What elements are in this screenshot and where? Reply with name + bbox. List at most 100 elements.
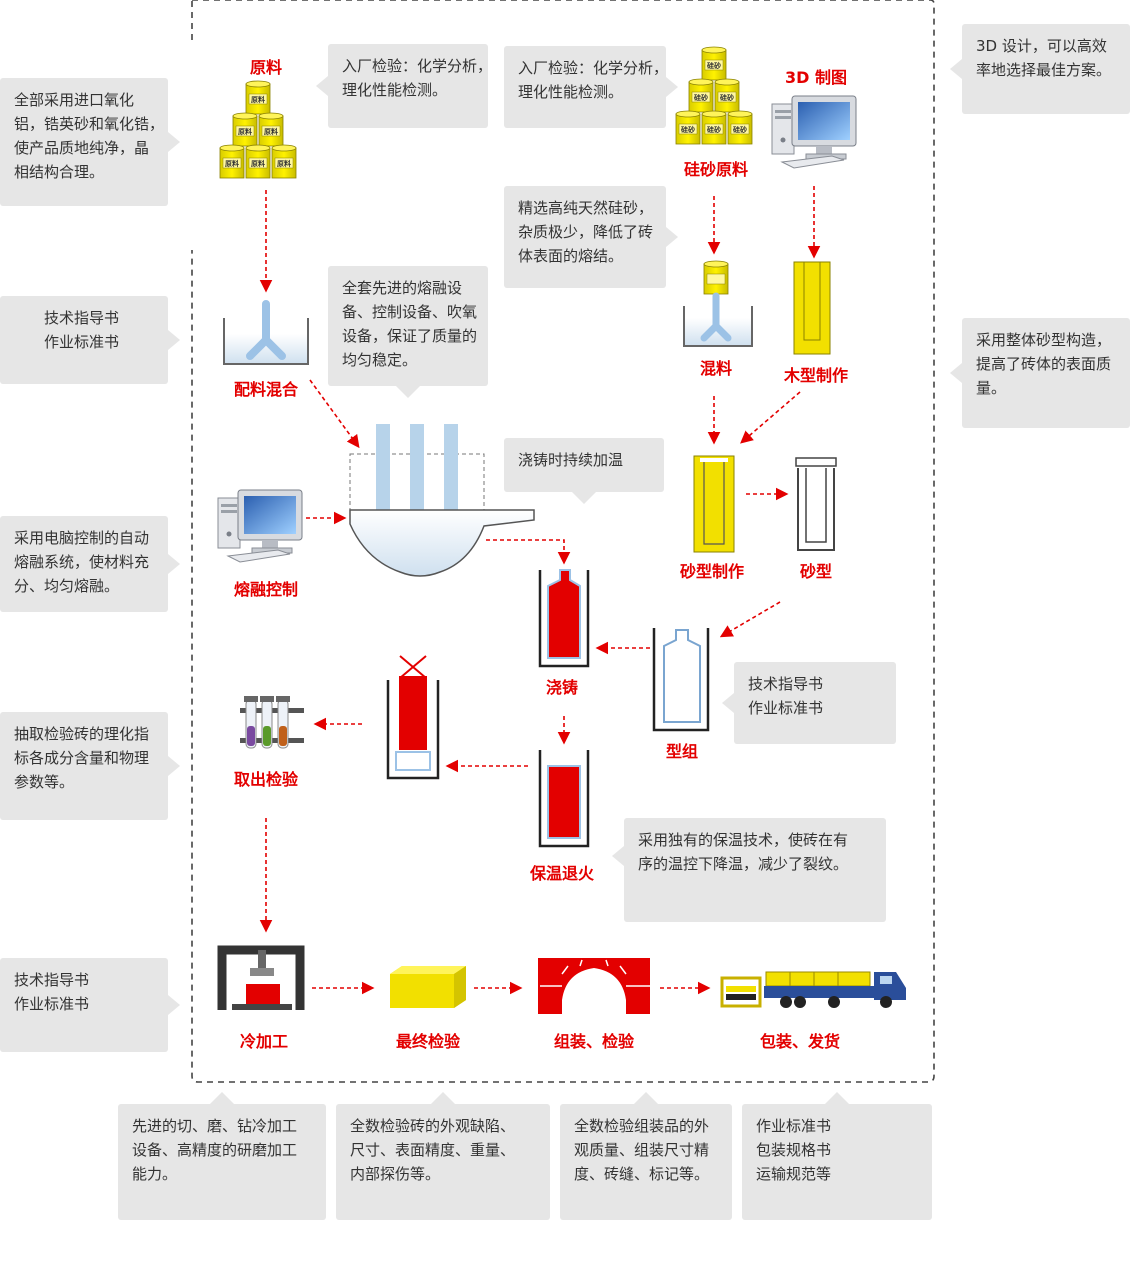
note-tech-guide: 技术指导书作业标准书	[722, 662, 896, 744]
note-line: 理化性能检测。	[342, 81, 448, 99]
note-line: 体表面的熔结。	[518, 247, 624, 265]
pouring-mold-icon	[538, 569, 590, 668]
step-design-3d: 3D 制图	[785, 68, 847, 87]
note-final-check: 全数检验砖的外观缺陷、尺寸、表面精度、重量、内部探伤等。	[336, 1092, 550, 1220]
note-line: 理化性能检测。	[518, 83, 624, 101]
note-line: 全数检验砖的外观缺陷、	[350, 1117, 516, 1135]
note-line: 作业标准书	[756, 1117, 832, 1135]
can-label: 原料	[264, 127, 278, 136]
note-line: 作业标准书	[44, 333, 120, 351]
test-tubes-icon	[240, 696, 304, 749]
note-line: 运输规范等	[756, 1165, 832, 1183]
note-line: 量。	[976, 379, 1007, 397]
note-line: 全套先进的熔融设	[342, 279, 463, 297]
can-label: 硅砂	[694, 93, 708, 102]
can-label: 硅砂	[681, 125, 695, 134]
step-blend: 混料	[699, 359, 733, 378]
note-line: 技术指导书	[44, 309, 120, 327]
can-label: 原料	[225, 159, 239, 168]
note-melt-equipment: 全套先进的熔融设备、控制设备、吹氧设备，保证了质量的均匀稳定。	[328, 266, 488, 398]
step-final-check: 最终检验	[395, 1032, 461, 1051]
note-sampling: 抽取检验砖的理化指标各成分含量和物理参数等。	[0, 712, 180, 820]
can-label: 硅砂	[733, 125, 747, 134]
step-mold-assembly: 型组	[665, 742, 699, 761]
can-label: 硅砂	[707, 125, 721, 134]
note-line: 采用整体砂型构造，	[976, 331, 1112, 349]
flow-arrow	[486, 539, 571, 565]
note-line: 抽取检验砖的理化指	[14, 725, 150, 743]
note-line: 序的温控下降温，减少了裂纹。	[638, 855, 849, 873]
note-3d-design: 3D 设计，可以高效率地选择最佳方案。	[950, 24, 1130, 114]
silica-can-icon	[703, 260, 729, 295]
note-line: 技术指导书	[14, 971, 90, 989]
note-line: 熔融系统，使材料充	[14, 553, 150, 571]
note-line: 内部探伤等。	[350, 1165, 441, 1183]
note-melt-system: 采用电脑控制的自动熔融系统，使材料充分、均匀熔融。	[0, 516, 180, 612]
step-cold-working: 冷加工	[239, 1032, 289, 1051]
furnace-icon	[349, 424, 535, 577]
sand-mold-make-icon	[693, 455, 735, 553]
note-line: 入厂检验：化学分析，	[342, 57, 493, 75]
note-line: 率地选择最佳方案。	[976, 61, 1112, 79]
note-tech-guide: 技术指导书作业标准书	[0, 296, 180, 384]
note-pour-heat: 浇铸时持续加温	[504, 438, 664, 504]
step-mix: 配料混合	[233, 380, 299, 399]
note-line: 作业标准书	[748, 699, 824, 717]
note-line: 使产品质地纯净，晶	[14, 139, 150, 157]
mixing-tank-icon	[683, 292, 753, 347]
step-assembly-check: 组装、检验	[553, 1032, 635, 1051]
note-line: 先进的切、磨、钻冷加工	[132, 1117, 298, 1135]
can-label: 原料	[238, 127, 252, 136]
note-line: 全部采用进口氧化	[14, 91, 135, 109]
annealing-mold-icon	[538, 750, 590, 848]
note-line: 采用电脑控制的自动	[14, 529, 150, 547]
step-pouring: 浇铸	[545, 678, 579, 697]
mixing-tank-icon	[223, 300, 309, 365]
step-melt-control: 熔融控制	[233, 580, 299, 599]
step-sampling: 取出检验	[233, 770, 299, 789]
note-line: 分、均匀熔融。	[14, 577, 120, 595]
can-label: 原料	[251, 95, 265, 104]
note-line: 能力。	[132, 1165, 178, 1183]
note-raw-material: 全部采用进口氧化铝，锆英砂和氧化锆， 使产品质地纯净，晶相结构合理。	[0, 78, 180, 206]
note-silica-inspection: 入厂检验：化学分析，理化性能检测。	[504, 46, 678, 128]
note-line: 均匀稳定。	[342, 351, 418, 369]
note-line: 精选高纯天然硅砂，	[518, 199, 654, 217]
computer-icon	[771, 95, 857, 169]
note-line: 3D 设计，可以高效	[976, 37, 1107, 55]
flow-arrow	[740, 391, 801, 444]
sand-mold-icon	[795, 457, 837, 551]
note-silica-select: 精选高纯天然硅砂， 杂质极少，降低了砖体表面的熔结。	[504, 186, 678, 288]
extract-mold-icon	[386, 655, 440, 780]
note-line: 提高了砖体的表面质	[976, 355, 1112, 373]
note-line: 备、控制设备、吹氧	[342, 303, 478, 321]
step-wood-model: 木型制作	[783, 366, 849, 385]
can-label: 硅砂	[720, 93, 734, 102]
flow-arrows	[259, 186, 821, 995]
note-line: 参数等。	[14, 773, 75, 791]
wood-model-icon	[793, 261, 831, 355]
note-line: 杂质极少，降低了砖	[518, 223, 654, 241]
step-sand-mold-make: 砂型制作	[679, 562, 745, 581]
note-line: 技术指导书	[748, 675, 824, 693]
note-line: 相结构合理。	[14, 163, 105, 181]
note-line: 铝，锆英砂和氧化锆，	[14, 115, 165, 133]
note-anneal: 采用独有的保温技术，使砖在有序的温控下降温，减少了裂纹。	[612, 818, 886, 922]
note-line: 尺寸、表面精度、重量、	[350, 1141, 516, 1159]
can-label: 硅砂	[707, 61, 721, 70]
truck-icon	[720, 971, 906, 1008]
note-line: 度、砖缝、标记等。	[574, 1165, 710, 1183]
note-cold-working: 先进的切、磨、钻冷加工设备、高精度的研磨加工能力。	[118, 1092, 326, 1220]
flow-arrow	[309, 379, 360, 449]
note-shipping: 作业标准书包装规格书运输规范等	[742, 1092, 932, 1220]
note-sand-mold: 采用整体砂型构造， 提高了砖体的表面质量。	[950, 318, 1130, 428]
note-line: 包装规格书	[756, 1141, 832, 1159]
note-assembly-check: 全数检验组装品的外观质量、组装尺寸精度、砖缝、标记等。	[560, 1092, 732, 1220]
can-label: 原料	[277, 159, 291, 168]
note-line: 全数检验组装品的外	[574, 1117, 710, 1135]
note-line: 作业标准书	[14, 995, 90, 1013]
step-annealing: 保温退火	[529, 864, 595, 883]
arch-icon	[538, 958, 650, 1014]
